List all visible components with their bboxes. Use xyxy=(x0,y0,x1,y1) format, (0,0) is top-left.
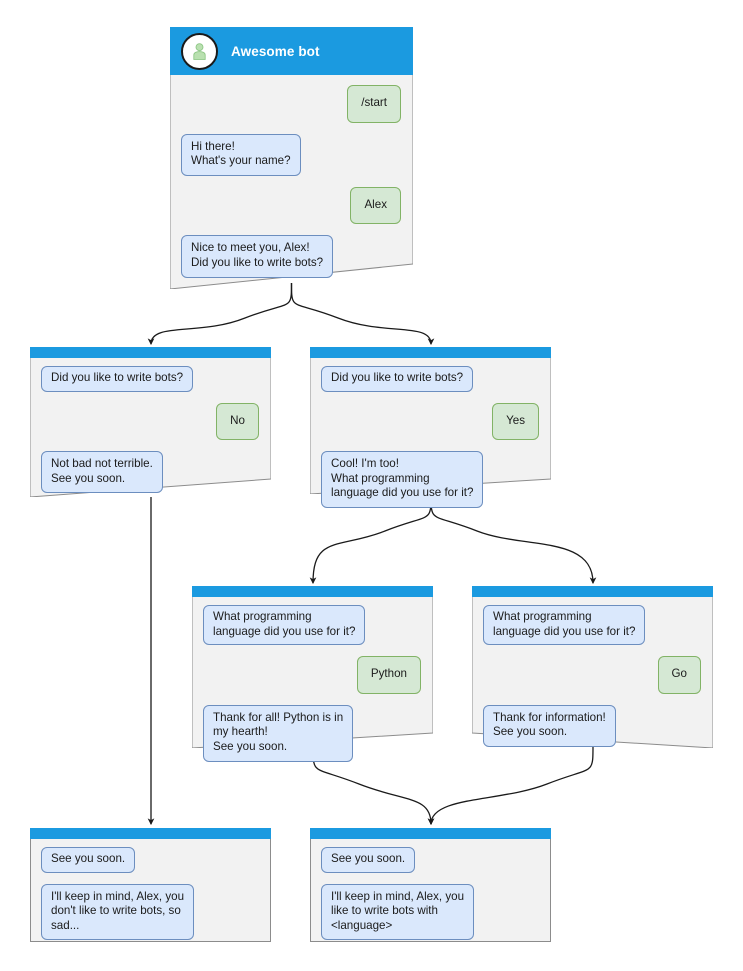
user-message-bubble[interactable]: Alex xyxy=(350,186,401,225)
chat-thread-end-happy: See you soon. I'll keep in mind, Alex, y… xyxy=(310,839,551,941)
bot-message-bubble[interactable]: Did you like to write bots? xyxy=(321,366,474,392)
bot-message-bubble[interactable]: Hi there! What's your name? xyxy=(181,133,301,176)
user-message-bubble[interactable]: No xyxy=(216,402,259,441)
card-header-bar xyxy=(30,347,271,358)
bot-message-bubble[interactable]: Did you like to write bots? xyxy=(41,366,194,392)
chat-thread-end-sad: See you soon. I'll keep in mind, Alex, y… xyxy=(30,839,271,941)
card-no-branch[interactable]: Did you like to write bots? No Not bad n… xyxy=(30,347,271,497)
bot-message-bubble[interactable]: What programming language did you use fo… xyxy=(203,605,366,646)
message-row: Did you like to write bots? xyxy=(321,366,539,392)
card-python-branch[interactable]: What programming language did you use fo… xyxy=(192,586,433,762)
chat-thread-go: What programming language did you use fo… xyxy=(472,597,713,747)
message-row: Did you like to write bots? xyxy=(41,366,259,392)
chat-thread-no: Did you like to write bots? No Not bad n… xyxy=(30,358,271,494)
message-row: Hi there! What's your name? xyxy=(181,133,401,176)
user-message-bubble[interactable]: Yes xyxy=(492,402,539,441)
message-row: Yes xyxy=(321,402,539,441)
person-icon xyxy=(193,42,206,60)
card-header-bar xyxy=(472,586,713,597)
chat-thread-root: /start Hi there! What's your name? Alex … xyxy=(170,75,413,278)
user-message-bubble[interactable]: /start xyxy=(347,85,401,123)
card-root-conversation[interactable]: Awesome bot /start Hi there! What's your… xyxy=(170,27,413,289)
edge-root-to-yes xyxy=(290,282,435,346)
user-message-bubble[interactable]: Python xyxy=(356,656,421,694)
message-row: Not bad not terrible. See you soon. xyxy=(41,451,259,494)
bot-message-bubble[interactable]: See you soon. xyxy=(321,847,416,873)
message-row: Cool! I'm too! What programming language… xyxy=(321,451,539,508)
card-end-sad[interactable]: See you soon. I'll keep in mind, Alex, y… xyxy=(30,828,271,942)
card-header-bar xyxy=(310,347,551,358)
message-row: Python xyxy=(203,656,421,694)
bot-message-bubble[interactable]: I'll keep in mind, Alex, you don't like … xyxy=(41,883,195,941)
card-end-happy[interactable]: See you soon. I'll keep in mind, Alex, y… xyxy=(310,828,551,942)
message-row: Go xyxy=(483,656,701,694)
bot-message-bubble[interactable]: What programming language did you use fo… xyxy=(483,605,646,646)
chat-thread-yes: Did you like to write bots? Yes Cool! I'… xyxy=(310,358,551,508)
bot-message-bubble[interactable]: Thank for all! Python is in my hearth! S… xyxy=(203,704,354,762)
bot-message-bubble[interactable]: Not bad not terrible. See you soon. xyxy=(41,451,163,494)
card-yes-branch[interactable]: Did you like to write bots? Yes Cool! I'… xyxy=(310,347,551,508)
card-header-bar xyxy=(310,828,551,839)
message-row: Alex xyxy=(181,186,401,225)
message-row: No xyxy=(41,402,259,441)
card-go-branch[interactable]: What programming language did you use fo… xyxy=(472,586,713,748)
message-row: See you soon. xyxy=(41,847,259,873)
chat-thread-python: What programming language did you use fo… xyxy=(192,597,433,762)
message-row: Thank for information! See you soon. xyxy=(483,704,701,747)
bot-message-bubble[interactable]: I'll keep in mind, Alex, you like to wri… xyxy=(321,883,475,941)
edge-root-to-no xyxy=(147,282,293,346)
message-row: I'll keep in mind, Alex, you don't like … xyxy=(41,883,259,941)
message-row: I'll keep in mind, Alex, you like to wri… xyxy=(321,883,539,941)
card-header-bar xyxy=(192,586,433,597)
bot-message-bubble[interactable]: Thank for information! See you soon. xyxy=(483,704,616,747)
user-message-bubble[interactable]: Go xyxy=(657,656,701,694)
avatar xyxy=(181,32,218,70)
message-row: Thank for all! Python is in my hearth! S… xyxy=(203,704,421,762)
message-row: Nice to meet you, Alex! Did you like to … xyxy=(181,235,401,278)
message-row: See you soon. xyxy=(321,847,539,873)
message-row: What programming language did you use fo… xyxy=(483,605,701,646)
card-header-root: Awesome bot xyxy=(170,27,413,75)
bot-name-label: Awesome bot xyxy=(231,43,320,59)
bot-message-bubble[interactable]: Cool! I'm too! What programming language… xyxy=(321,451,484,508)
message-row: /start xyxy=(181,85,401,123)
bot-message-bubble[interactable]: See you soon. xyxy=(41,847,136,873)
bot-message-bubble[interactable]: Nice to meet you, Alex! Did you like to … xyxy=(181,235,334,278)
card-header-bar xyxy=(30,828,271,839)
message-row: What programming language did you use fo… xyxy=(203,605,421,646)
